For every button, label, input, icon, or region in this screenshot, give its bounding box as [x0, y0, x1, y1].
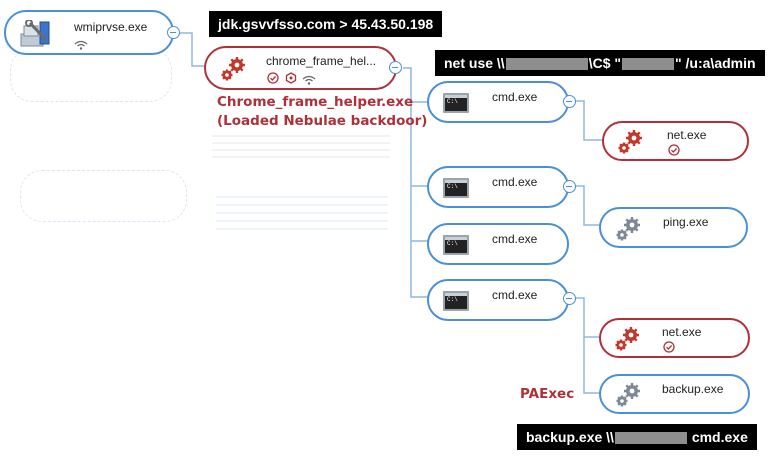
- process-node-ping[interactable]: ping.exe: [599, 207, 748, 248]
- net-use-text-share: \C$ ": [588, 55, 622, 71]
- check-circle-icon: [663, 340, 675, 358]
- node-label-net-1: net.exe: [667, 128, 707, 142]
- net-use-text-suffix: " /u:a\admin: [675, 55, 756, 71]
- node-label-net-2: net.exe: [662, 325, 702, 339]
- annotation-line-1: Chrome_frame_helper.exe: [217, 94, 414, 110]
- faded-ghost-node-1: [10, 48, 172, 102]
- node-label-cmd-1: cmd.exe: [492, 90, 538, 104]
- faded-ghost-text-block: [216, 190, 388, 234]
- redacted-ip: [505, 58, 588, 71]
- collapse-toggle-wmiprvse[interactable]: [167, 26, 180, 39]
- process-node-wmiprvse[interactable]: wmiprvse.exe: [4, 10, 174, 55]
- collapse-toggle-cmd-2[interactable]: [563, 180, 576, 193]
- faded-ghost-redaction: [212, 130, 390, 160]
- backup-text-prefix: backup.exe \\: [526, 429, 614, 445]
- collapse-toggle-cmd-4[interactable]: [563, 292, 576, 305]
- gear-icon: [613, 380, 643, 415]
- check-circle-icon: [267, 71, 279, 89]
- gear-icon: [613, 214, 643, 249]
- hexagon-icon: [285, 71, 297, 89]
- dns-resolution-banner: jdk.gsvvfsso.com > 45.43.50.198: [209, 11, 443, 37]
- node-label-cmd-4: cmd.exe: [492, 288, 538, 302]
- net-use-text-prefix: net use \\: [444, 55, 505, 71]
- gear-icon: [612, 324, 642, 359]
- cmd-console-icon: C:\: [443, 178, 469, 198]
- cmd-console-icon: C:\: [443, 235, 469, 255]
- process-node-cmd-2[interactable]: C:\ cmd.exe: [427, 166, 569, 208]
- faded-ghost-node-2: [20, 170, 187, 222]
- gear-icon: [615, 127, 645, 162]
- annotation-chrome-frame-helper: Chrome_frame_helper.exe (Loaded Nebulae …: [217, 93, 427, 131]
- collapse-toggle-cmd-1[interactable]: [563, 95, 576, 108]
- annotation-paexec: PAExec: [520, 386, 575, 402]
- net-use-command-banner: net use \\ \C$ " " /u:a\admin: [435, 50, 765, 76]
- redacted-password: [622, 58, 675, 71]
- computer-wrench-icon: [20, 19, 54, 53]
- check-circle-icon: [668, 143, 680, 161]
- wifi-icon: [302, 72, 316, 90]
- node-label-ping: ping.exe: [663, 215, 709, 229]
- gear-icon: [218, 54, 248, 89]
- annotation-line-2: (Loaded Nebulae backdoor): [217, 113, 428, 129]
- node-label-cmd-2: cmd.exe: [492, 175, 538, 189]
- collapse-toggle-chrome-frame-helper[interactable]: [389, 61, 402, 74]
- cmd-console-icon: C:\: [443, 93, 469, 113]
- backup-command-banner: backup.exe \\ cmd.exe: [517, 424, 757, 450]
- node-label-wmiprvse: wmiprvse.exe: [74, 20, 148, 34]
- process-node-net-1[interactable]: net.exe: [602, 121, 749, 161]
- node-label-cmd-3: cmd.exe: [492, 232, 538, 246]
- cmd-console-icon: C:\: [443, 291, 469, 311]
- process-node-cmd-3[interactable]: C:\ cmd.exe: [427, 223, 569, 265]
- node-label-chrome-frame-helper: chrome_frame_hel...: [266, 54, 377, 68]
- process-node-cmd-4[interactable]: C:\ cmd.exe: [427, 279, 569, 321]
- process-node-cmd-1[interactable]: C:\ cmd.exe: [427, 81, 569, 123]
- process-node-chrome-frame-helper[interactable]: chrome_frame_hel...: [204, 46, 397, 90]
- backup-text-suffix: cmd.exe: [687, 429, 748, 445]
- redacted-ip: [614, 432, 687, 445]
- node-label-backup: backup.exe: [662, 382, 724, 396]
- process-node-backup[interactable]: backup.exe: [599, 374, 750, 414]
- wifi-icon: [74, 37, 88, 55]
- process-node-net-2[interactable]: net.exe: [599, 318, 750, 358]
